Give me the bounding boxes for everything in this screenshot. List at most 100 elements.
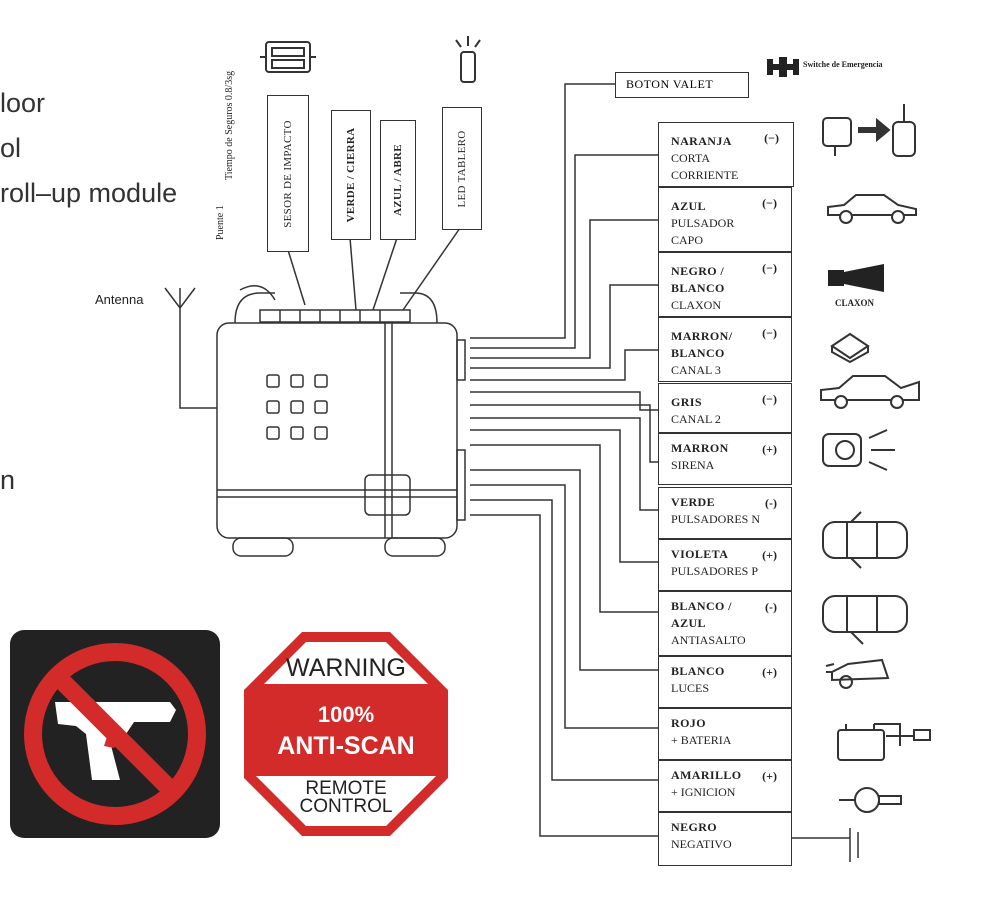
- wire-blanco-text: BLANCO LUCES: [671, 663, 725, 697]
- wire-azul-func2: CAPO: [671, 233, 704, 247]
- wire-marron-text: MARRON SIRENA: [671, 440, 729, 474]
- wire-box-blanco: BLANCO LUCES (+): [658, 656, 792, 708]
- wire-marron-blanco-color: MARRON/: [671, 329, 733, 343]
- boton-valet-label: BOTON VALET: [626, 77, 714, 91]
- wire-naranja-polarity: (−): [764, 131, 779, 145]
- warning-percent: 100%: [317, 702, 375, 727]
- door-lock-actuator-icon: [260, 41, 316, 73]
- wire-blanco-func: LUCES: [671, 681, 710, 695]
- vbox-verde-cierra: VERDE / CIERRA: [331, 110, 371, 240]
- vbox-led-label: LED TABLERO: [456, 129, 468, 208]
- wire-verde-func: PULSADORES N: [671, 512, 761, 526]
- wire-naranja-func2: CORRIENTE: [671, 168, 739, 182]
- left-fragment-2: ol: [0, 133, 22, 163]
- wire-blanco-azul-color: BLANCO /: [671, 599, 732, 613]
- wire-amarillo-color: AMARILLO: [671, 768, 742, 782]
- wire-box-verde: VERDE PULSADORES N (-): [658, 487, 792, 539]
- vbox-azul-label: AZUL / ABRE: [392, 144, 404, 216]
- wire-amarillo-polarity: (+): [762, 769, 777, 783]
- wire-violeta-color: VIOLETA: [671, 547, 729, 561]
- wire-marron-func: SIRENA: [671, 458, 715, 472]
- wire-verde-color: VERDE: [671, 495, 716, 509]
- wire-azul-text: AZUL PULSADOR CAPO: [671, 198, 734, 249]
- wire-azul-func1: PULSADOR: [671, 216, 735, 230]
- wire-violeta-polarity: (+): [762, 548, 777, 562]
- warning-remote-control: REMOTE CONTROL: [240, 778, 452, 817]
- no-gun-badge: [10, 630, 220, 838]
- starter-cut-icon: [822, 104, 916, 157]
- wire-violeta-text: VIOLETA PULSADORES P: [671, 546, 758, 580]
- wire-negro-blanco-color2: BLANCO: [671, 281, 725, 295]
- switch-label: Switche de Emergencia: [803, 60, 883, 69]
- wire-marron-color: MARRON: [671, 441, 729, 455]
- vbox-led-tablero: LED TABLERO: [442, 107, 482, 230]
- led-icon: [455, 36, 481, 83]
- wire-blanco-azul-func: ANTIASALTO: [671, 633, 746, 647]
- wire-amarillo-func: + IGNICION: [671, 785, 736, 799]
- wire-gris-color: GRIS: [671, 395, 702, 409]
- wire-box-negro: NEGRO NEGATIVO: [658, 812, 792, 866]
- wire-negro-blanco-polarity: (−): [762, 261, 777, 275]
- claxon-label: CLAXON: [835, 298, 875, 308]
- wire-negro-blanco-func: CLAXON: [671, 298, 721, 312]
- wire-blanco-polarity: (+): [762, 665, 777, 679]
- warning-antiscan: ANTI-SCAN: [277, 732, 415, 760]
- wire-blanco-azul-color2: AZUL: [671, 616, 706, 630]
- wire-box-negro-blanco: NEGRO / BLANCO CLAXON (−): [658, 252, 792, 317]
- puente-label: Puente 1: [215, 205, 226, 240]
- warning-control: CONTROL: [299, 796, 393, 817]
- vbox-impact-label: SESOR DE IMPACTO: [282, 119, 294, 228]
- wire-marron-blanco-polarity: (−): [762, 326, 777, 340]
- wire-box-blanco-azul: BLANCO / AZUL ANTIASALTO (-): [658, 591, 792, 656]
- warning-sign: WARNING 100% ANTI-SCAN REMOTE CONTROL: [240, 628, 452, 840]
- wire-naranja-text: NARANJA CORTA CORRIENTE: [671, 133, 738, 184]
- wire-gris-func: CANAL 2: [671, 412, 721, 426]
- wire-negro-func: NEGATIVO: [671, 837, 732, 851]
- channel3-module-icon: [830, 332, 870, 364]
- warning-octagon-shape: [244, 632, 448, 836]
- wire-amarillo-text: AMARILLO + IGNICION: [671, 767, 742, 801]
- car-doors-icon-2: [822, 595, 908, 645]
- wire-marron-polarity: (+): [762, 442, 777, 456]
- left-fragment-3: roll–up module: [0, 178, 178, 208]
- vbox-azul-abre: AZUL / ABRE: [380, 120, 416, 240]
- wire-blanco-azul-text: BLANCO / AZUL ANTIASALTO: [671, 598, 746, 649]
- wire-box-gris: GRIS CANAL 2 (−): [658, 383, 792, 433]
- no-gun-icon: [24, 643, 206, 825]
- car-hood-icon: [827, 194, 917, 224]
- wire-marron-blanco-text: MARRON/ BLANCO CANAL 3: [671, 328, 732, 379]
- wire-verde-polarity: (-): [765, 496, 777, 510]
- antenna-label: Antenna: [95, 292, 144, 307]
- vbox-verde-label: VERDE / CIERRA: [345, 127, 357, 223]
- wire-box-marron: MARRON SIRENA (+): [658, 433, 792, 485]
- parking-lights-icon: [825, 658, 890, 689]
- wire-rojo-func: + BATERIA: [671, 733, 732, 747]
- wire-negro-color: NEGRO: [671, 820, 718, 834]
- battery-icon: [837, 723, 931, 761]
- wire-box-marron-blanco: MARRON/ BLANCO CANAL 3 (−): [658, 317, 792, 382]
- wire-violeta-func: PULSADORES P: [671, 564, 759, 578]
- wire-blanco-azul-polarity: (-): [765, 600, 777, 614]
- boton-valet-box: BOTON VALET: [615, 72, 749, 98]
- emergency-switch-icon: [767, 57, 799, 77]
- wire-negro-blanco-color: NEGRO /: [671, 264, 725, 278]
- wire-box-rojo: ROJO + BATERIA: [658, 708, 792, 760]
- wire-negro-text: NEGRO NEGATIVO: [671, 819, 732, 853]
- car-trunk-icon: [820, 375, 920, 409]
- warning-title: WARNING: [286, 654, 406, 682]
- horn-icon: [828, 264, 884, 292]
- wire-azul-color: AZUL: [671, 199, 706, 213]
- ignition-key-icon: [839, 787, 902, 813]
- wire-rojo-text: ROJO + BATERIA: [671, 715, 731, 749]
- car-doors-icon-1: [822, 511, 908, 569]
- left-fragment-4: n: [0, 465, 16, 495]
- alarm-module: [216, 292, 466, 557]
- warning-remote: REMOTE: [305, 778, 387, 799]
- wire-blanco-color: BLANCO: [671, 664, 725, 678]
- vbox-impact-sensor: SESOR DE IMPACTO: [267, 95, 309, 252]
- wire-box-amarillo: AMARILLO + IGNICION (+): [658, 760, 792, 812]
- left-fragment-1: loor: [0, 88, 46, 118]
- wire-box-naranja: NARANJA CORTA CORRIENTE (−): [658, 122, 794, 187]
